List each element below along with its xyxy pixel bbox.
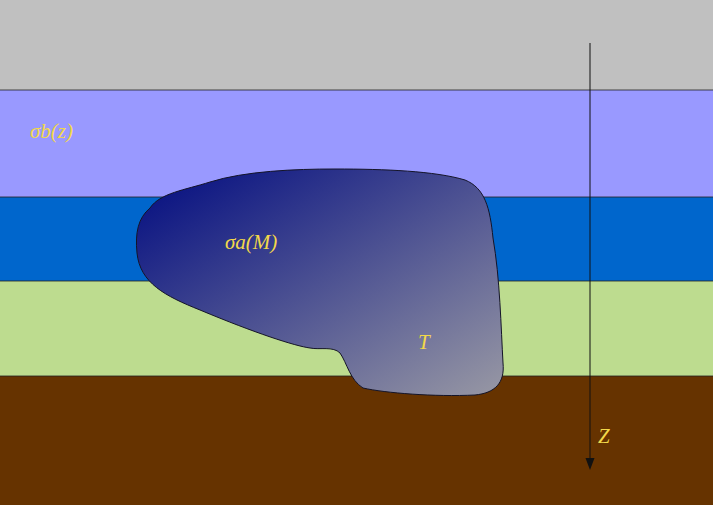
axis-arrowhead [586, 458, 595, 470]
conductivity-label: σa(M) [225, 231, 277, 254]
body-label: T [418, 331, 430, 354]
conductivity-label: σb(z) [30, 120, 73, 143]
body-path [136, 169, 503, 396]
axis-label: Z [598, 425, 610, 448]
body-outline [135, 168, 507, 398]
depth-axis [590, 43, 591, 460]
interface-line [0, 90, 713, 91]
anomaly-body: σa(M) T [135, 168, 507, 398]
layer-brown [0, 376, 713, 505]
top-layer [0, 0, 713, 90]
